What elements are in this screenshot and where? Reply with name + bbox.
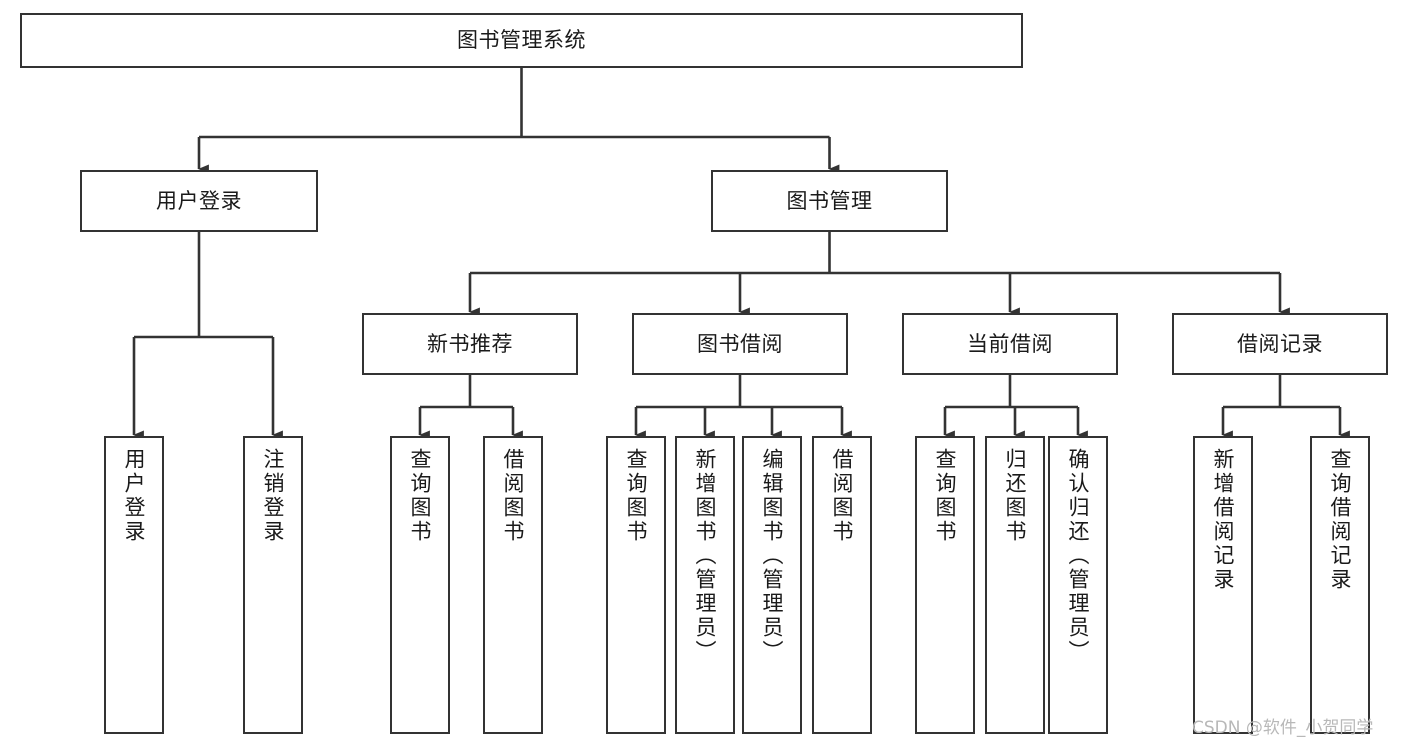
node-label: 新书推荐 — [427, 331, 513, 356]
node-label: 图书借阅 — [697, 331, 783, 356]
node-leaf-edit-book-admin[interactable]: 编辑图书（管理员） — [742, 436, 802, 734]
node-label: 图书管理系统 — [457, 28, 586, 53]
connector-edges — [132, 68, 1350, 440]
node-user-login[interactable]: 用户登录 — [80, 170, 318, 232]
node-leaf-logout-login[interactable]: 注销登录 — [243, 436, 303, 734]
node-leaf-confirm-return-admin[interactable]: 确认归还（管理员） — [1048, 436, 1108, 734]
node-label: 借阅图书 — [501, 448, 526, 544]
node-leaf-query-book-borrow[interactable]: 查询图书 — [606, 436, 666, 734]
node-book-borrow[interactable]: 图书借阅 — [632, 313, 848, 375]
csdn-watermark: CSDN @软件_小贺同学 — [1192, 718, 1374, 738]
node-label: 查询借阅记录 — [1328, 448, 1353, 592]
node-leaf-add-book-admin[interactable]: 新增图书（管理员） — [675, 436, 735, 734]
node-leaf-query-book-recommend[interactable]: 查询图书 — [390, 436, 450, 734]
node-label: 当前借阅 — [967, 331, 1053, 356]
node-label: 借阅记录 — [1237, 331, 1323, 356]
node-leaf-borrow-book[interactable]: 借阅图书 — [812, 436, 872, 734]
node-leaf-return-book[interactable]: 归还图书 — [985, 436, 1045, 734]
node-label: 用户登录 — [122, 448, 147, 544]
node-label: 查询图书 — [624, 448, 649, 544]
node-label: 查询图书 — [408, 448, 433, 544]
node-root[interactable]: 图书管理系统 — [20, 13, 1023, 68]
node-label: 确认归还（管理员） — [1066, 448, 1091, 664]
node-current-borrow[interactable]: 当前借阅 — [902, 313, 1118, 375]
node-label: 新增图书（管理员） — [693, 448, 718, 664]
node-leaf-query-book-current[interactable]: 查询图书 — [915, 436, 975, 734]
node-label: 归还图书 — [1003, 448, 1028, 544]
node-label: 借阅图书 — [830, 448, 855, 544]
node-book-manage[interactable]: 图书管理 — [711, 170, 948, 232]
node-label: 用户登录 — [156, 188, 242, 213]
node-borrow-record[interactable]: 借阅记录 — [1172, 313, 1388, 375]
node-label: 注销登录 — [261, 448, 286, 544]
node-label: 查询图书 — [933, 448, 958, 544]
node-leaf-borrow-book-recommend[interactable]: 借阅图书 — [483, 436, 543, 734]
node-leaf-query-borrow-record[interactable]: 查询借阅记录 — [1310, 436, 1370, 734]
node-label: 新增借阅记录 — [1211, 448, 1236, 592]
node-label: 编辑图书（管理员） — [760, 448, 785, 664]
node-label: 图书管理 — [786, 188, 873, 213]
node-leaf-user-login[interactable]: 用户登录 — [104, 436, 164, 734]
node-leaf-add-borrow-record[interactable]: 新增借阅记录 — [1193, 436, 1253, 734]
node-new-book-recommend[interactable]: 新书推荐 — [362, 313, 578, 375]
